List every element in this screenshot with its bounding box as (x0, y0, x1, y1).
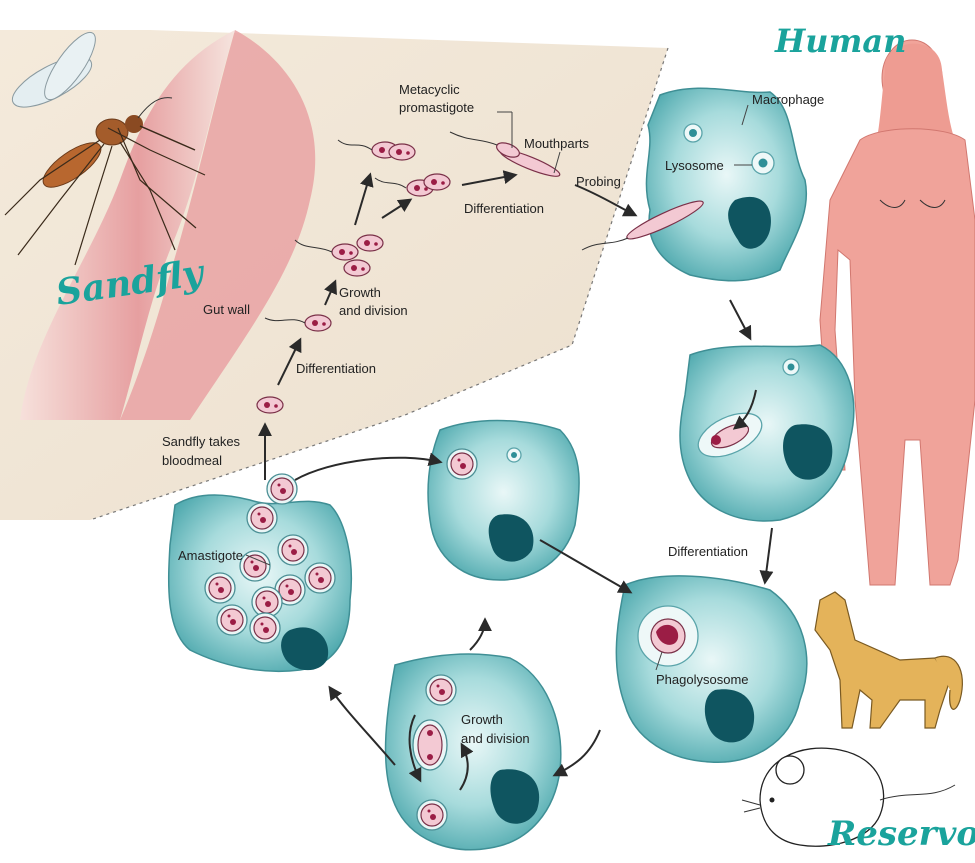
label-phagolysosome: Phagolysosome (656, 672, 749, 687)
label-metacyclic-2: promastigote (399, 100, 474, 115)
label-differentiation-right: Differentiation (668, 544, 748, 559)
macrophage-phagolysosome (616, 576, 806, 762)
label-gut-wall: Gut wall (203, 302, 250, 317)
label-growth-bottom-1: Growth (461, 712, 503, 727)
macrophage-engulfing (680, 345, 854, 521)
label-mouthparts: Mouthparts (524, 136, 590, 151)
heading-human: Human (774, 22, 906, 60)
label-differentiation-top: Differentiation (464, 201, 544, 216)
label-metacyclic-1: Metacyclic (399, 82, 460, 97)
label-probing: Probing (576, 174, 621, 189)
label-differentiation-mid: Differentiation (296, 361, 376, 376)
label-growth-bottom-2: and division (461, 731, 530, 746)
label-sandfly-takes-1: Sandfly takes (162, 434, 241, 449)
fox-illustration (815, 592, 962, 728)
macrophage-infected-upper (428, 421, 579, 580)
macrophage-probing (646, 88, 806, 281)
heading-reservoirs: Reservoirs (827, 814, 975, 854)
human-figure (820, 40, 975, 585)
label-sandfly-takes-2: bloodmeal (162, 453, 222, 468)
macrophage-dividing (386, 654, 561, 850)
label-macrophage: Macrophage (752, 92, 824, 107)
label-amastigote: Amastigote (178, 548, 243, 563)
label-lysosome: Lysosome (665, 158, 724, 173)
label-growth-top-1: Growth (339, 285, 381, 300)
label-growth-top-2: and division (339, 303, 408, 318)
